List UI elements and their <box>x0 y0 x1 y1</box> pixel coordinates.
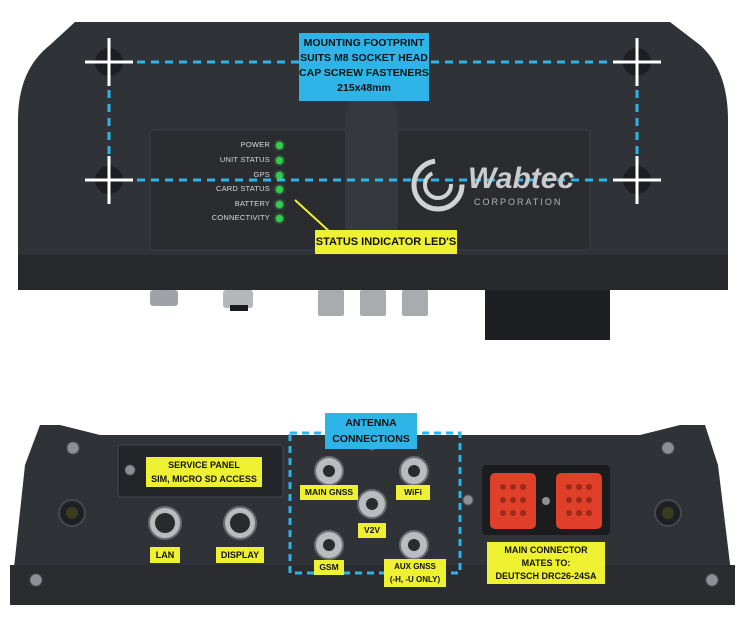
led-label-battery: BATTERY <box>234 199 270 208</box>
v2v-label: V2V <box>358 523 386 538</box>
led-label-card-status: CARD STATUS <box>215 184 270 193</box>
gps-led-icon <box>276 172 283 179</box>
aux-gnss-label: AUX GNSS (-H, -U ONLY) <box>384 559 446 587</box>
display-label: DISPLAY <box>216 547 264 563</box>
main-gnss-label: MAIN GNSS <box>300 485 358 500</box>
unit-status-led-icon <box>276 157 283 164</box>
gsm-label: GSM <box>314 560 344 575</box>
mounting-callout-line-3: CAP SCREW FASTENERS <box>299 67 429 79</box>
mounting-callout-line-2: SUITS M8 SOCKET HEAD <box>300 52 428 64</box>
card-status-led-icon <box>276 186 283 193</box>
connectivity-led-icon <box>276 215 283 222</box>
brand-name: Wabtec <box>468 162 575 195</box>
top-view: MOUNTING FOOTPRINT SUITS M8 SOCKET HEAD … <box>18 22 728 340</box>
main-connector-callout: MAIN CONNECTOR MATES TO: DEUTSCH DRC26-2… <box>487 542 605 584</box>
led-label-gps: GPS <box>253 170 270 179</box>
aux-gnss-line-1: AUX GNSS <box>394 562 436 571</box>
led-label-unit-status: UNIT STATUS <box>219 155 270 164</box>
main-connector-line-2: MATES TO: <box>521 558 571 568</box>
mounting-callout-line-1: MOUNTING FOOTPRINT <box>303 37 425 49</box>
wifi-label: WiFi <box>396 485 430 500</box>
battery-led-icon <box>276 201 283 208</box>
main-connector-line-1: MAIN CONNECTOR <box>504 545 588 555</box>
led-label-power: POWER <box>240 140 270 149</box>
power-led-icon <box>276 142 283 149</box>
service-callout-line-1: SERVICE PANEL <box>168 460 240 470</box>
status-indicator-callout: STATUS INDICATOR LED'S <box>315 230 457 254</box>
mounting-callout-line-4: 215x48mm <box>337 82 391 94</box>
front-view: ANTENNA CONNECTIONS SERVICE PANEL SIM, M… <box>0 405 746 633</box>
service-panel-callout: SERVICE PANEL SIM, MICRO SD ACCESS <box>146 457 262 487</box>
main-connector-line-3: DEUTSCH DRC26-24SA <box>495 571 597 581</box>
antenna-callout-line-2: CONNECTIONS <box>332 433 410 445</box>
mounting-footprint-callout: MOUNTING FOOTPRINT SUITS M8 SOCKET HEAD … <box>299 33 429 101</box>
led-label-connectivity: CONNECTIVITY <box>211 213 270 222</box>
brand-sub: CORPORATION <box>474 197 563 207</box>
wabtec-logo-icon <box>411 158 465 212</box>
antenna-connections-callout: ANTENNA CONNECTIONS <box>325 413 417 449</box>
mounting-footprint-lines <box>107 60 639 233</box>
service-callout-line-2: SIM, MICRO SD ACCESS <box>151 474 257 484</box>
lan-label: LAN <box>150 547 180 563</box>
antenna-callout-line-1: ANTENNA <box>345 417 397 429</box>
aux-gnss-line-2: (-H, -U ONLY) <box>389 575 441 584</box>
